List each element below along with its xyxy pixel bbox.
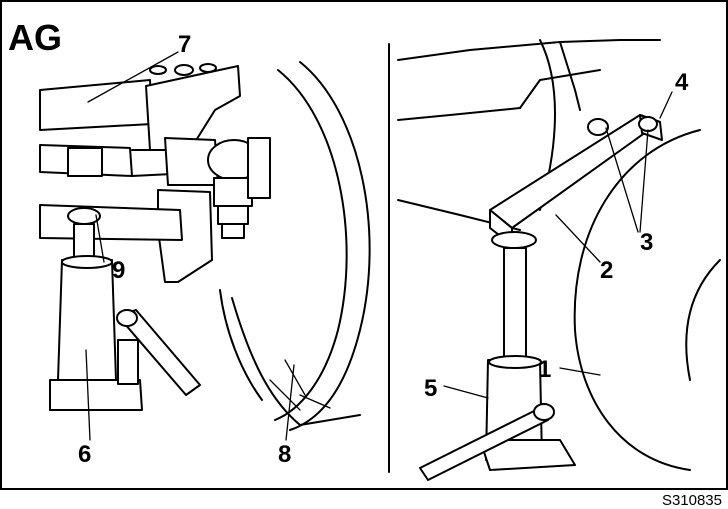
- callout-7: 7: [178, 31, 191, 58]
- figure-code: S310835: [662, 492, 722, 509]
- tyre-inner-left: [274, 69, 348, 421]
- callout-2: 2: [600, 257, 613, 284]
- figure-title: AG: [8, 17, 62, 58]
- tyre-right: [573, 129, 701, 471]
- jacking-beam: [489, 114, 661, 229]
- callout-6: 6: [78, 441, 91, 468]
- jack-stem-right: [503, 247, 527, 361]
- callout-3: 3: [640, 229, 653, 256]
- callout-9: 9: [112, 257, 125, 284]
- leader-lines: [85, 51, 673, 441]
- tyre-outer-left: [289, 61, 371, 431]
- pin-1: [587, 118, 609, 136]
- callout-4: 4: [675, 69, 689, 96]
- pin-2: [638, 116, 658, 132]
- left-panel: [39, 61, 371, 431]
- right-panel: [397, 39, 721, 481]
- figure-border: [0, 0, 728, 490]
- callout-5: 5: [424, 375, 437, 402]
- axle-beam: [39, 204, 183, 241]
- callout-1: 1: [538, 356, 551, 383]
- callout-8: 8: [278, 441, 291, 468]
- chassis-beam: [39, 79, 153, 131]
- axle-bracket: [145, 65, 241, 151]
